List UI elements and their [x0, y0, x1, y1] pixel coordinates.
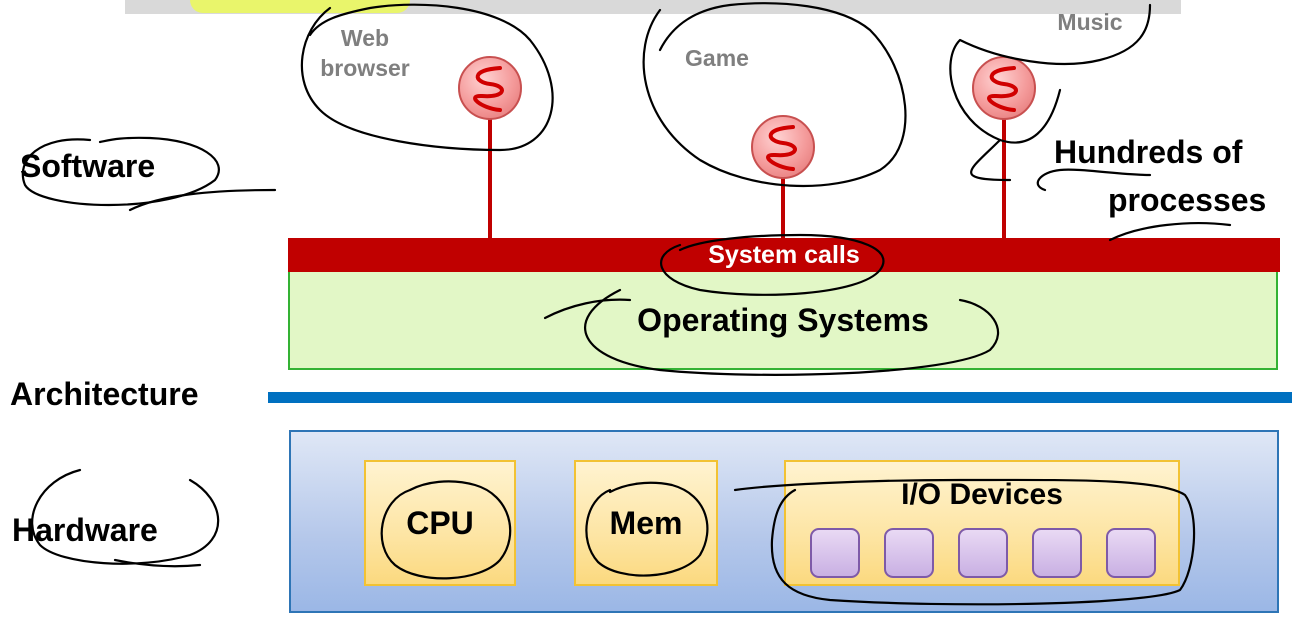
process-label-line2: browser: [320, 54, 410, 81]
io-device: [1106, 528, 1156, 578]
process-label-music: Music: [1040, 8, 1140, 38]
process-label-game: Game: [662, 44, 772, 74]
process-label-web-browser: Web browser: [305, 24, 425, 84]
architecture-label: Architecture: [10, 376, 199, 412]
io-device: [958, 528, 1008, 578]
process-label-line1: Game: [685, 45, 749, 71]
cpu-label: CPU: [406, 504, 474, 541]
process-label-line1: Music: [1057, 9, 1123, 35]
operating-systems-box: Operating Systems: [288, 272, 1278, 370]
io-device: [810, 528, 860, 578]
io-device: [884, 528, 934, 578]
io-device: [1032, 528, 1082, 578]
software-label: Software: [20, 148, 156, 184]
process-thread-icon: [458, 56, 522, 120]
squiggle-icon: [473, 66, 504, 112]
mem-chip: Mem: [574, 460, 718, 586]
architecture-line: [268, 392, 1292, 403]
process-connector-music: [1002, 110, 1006, 240]
highlighter-mark: [190, 0, 410, 13]
process-connector-web: [488, 110, 492, 240]
squiggle-icon: [987, 66, 1018, 112]
system-calls-label: System calls: [708, 240, 860, 269]
operating-systems-label: Operating Systems: [637, 301, 929, 338]
cpu-chip: CPU: [364, 460, 516, 586]
hundreds-label-line2: processes: [1108, 182, 1267, 218]
process-thread-icon: [751, 115, 815, 179]
squiggle-icon: [766, 125, 797, 171]
underline-mark: [128, 188, 277, 212]
io-devices-label: I/O Devices: [901, 478, 1063, 511]
process-connector-game: [781, 170, 785, 240]
process-label-line1: Web: [340, 25, 390, 51]
underline-mark: [113, 558, 202, 568]
process-thread-icon: [972, 56, 1036, 120]
hardware-label: Hardware: [12, 512, 158, 548]
hundreds-label-line1: Hundreds of: [1054, 134, 1243, 170]
mem-label: Mem: [609, 504, 683, 541]
system-calls-bar: System calls: [288, 238, 1280, 272]
